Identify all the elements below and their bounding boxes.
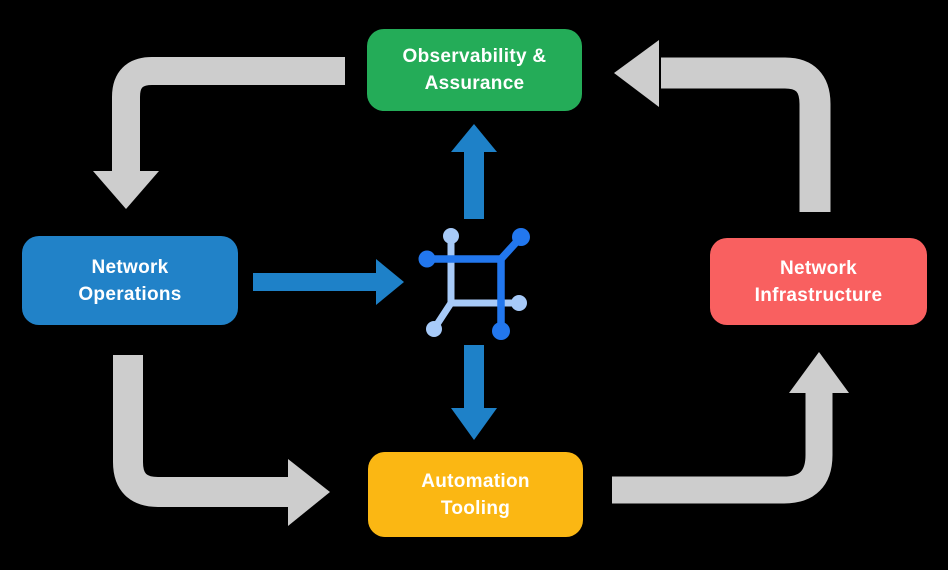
node-label-line: Tooling <box>440 497 511 519</box>
cycle-arrowhead-left-icon <box>614 40 659 107</box>
cycle-arrowhead-right-icon <box>288 459 330 526</box>
network-mesh-icon <box>418 228 530 340</box>
node-label-line: Observability & <box>402 46 547 67</box>
cycle-arrow-ops-to-auto-shaft <box>113 355 290 507</box>
node-label-line: Infrastructure <box>754 284 883 306</box>
cycle-arrow-obs-to-ops-shaft <box>112 57 345 173</box>
node-label-line: Automation <box>421 470 530 492</box>
node-network-operations: Network Operations <box>22 236 238 325</box>
cycle-arrowhead-down-icon <box>93 171 159 209</box>
node-label-line: Operations <box>78 283 182 305</box>
flow-arrowhead-down-icon <box>451 408 497 440</box>
node-label-line: Assurance <box>424 73 525 94</box>
node-network-infrastructure: Network Infrastructure <box>710 238 927 325</box>
flow-arrows <box>253 124 497 440</box>
node-observability-assurance: Observability & Assurance <box>367 29 582 111</box>
icon-light-dots <box>426 228 527 337</box>
cycle-arrow-infra-to-obs-shaft <box>661 57 831 212</box>
node-label-line: Network <box>779 257 858 279</box>
node-label-line: Network <box>91 256 169 278</box>
cycle-arrowhead-up-icon <box>789 352 849 393</box>
flow-arrowhead-right-icon <box>376 259 404 305</box>
icon-dark-dots <box>418 228 530 340</box>
node-automation-tooling: Automation Tooling <box>368 452 583 537</box>
cycle-arrows <box>93 40 849 526</box>
flow-arrowhead-up-icon <box>451 124 497 152</box>
cycle-arrow-auto-to-infra-shaft <box>612 392 833 504</box>
